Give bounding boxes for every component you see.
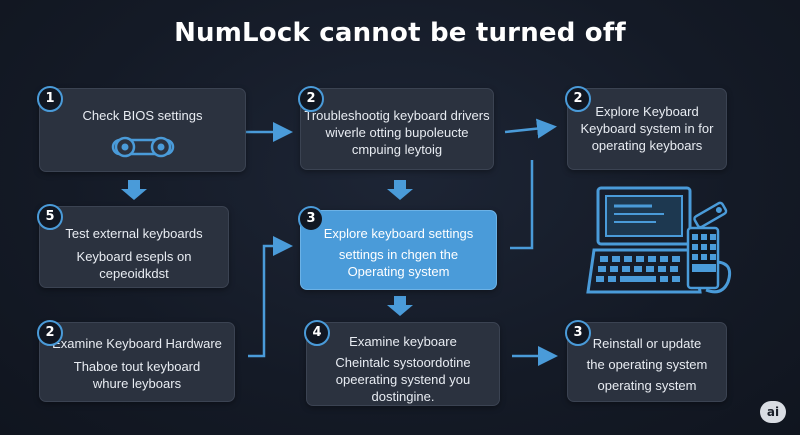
step-number-badge: 2 [37, 320, 63, 346]
step-number-badge: 5 [37, 204, 63, 230]
step-card-examine-hardware: Examine Keyboard Hardware Thaboe tout ke… [39, 322, 235, 402]
step-card-test-external: Test external keyboards Keyboard esepls … [39, 206, 229, 288]
step-text: Test external keyboards [65, 226, 203, 241]
step-text: settings in chgen the [338, 247, 459, 262]
step-text: operating system [597, 378, 697, 393]
step-card-explore-settings: Explore keyboard settings settings in ch… [300, 210, 497, 290]
step-text: the operating system [586, 357, 708, 372]
step-card-troubleshoot-drivers: Troubleshootig keyboard drivers wiverle … [300, 88, 494, 170]
step-text: cepeoidkdst [99, 266, 169, 281]
step-number-badge: 2 [298, 86, 324, 112]
ai-watermark-badge: ai [760, 401, 786, 423]
step-text: Operating system [347, 264, 450, 279]
step-text: whure leyboars [92, 376, 182, 391]
arrow-step2-to-explore [504, 118, 557, 139]
step-text: Keyboard esepls on [76, 249, 192, 264]
connector-hardware-to-settings [248, 236, 293, 358]
step-text: operating keyboars [591, 138, 703, 153]
step-text: Check BIOS settings [82, 108, 203, 123]
step-text: opeerating systend you [335, 372, 471, 387]
step-number-badge: 4 [304, 320, 330, 346]
down-arrow-drivers [387, 180, 413, 200]
step-text: Keyboard system in for [580, 121, 714, 136]
step-text: wiverle otting bupoleucte [325, 125, 469, 140]
step-text: Explore Keyboard [595, 104, 699, 119]
toggle-switch-icon [111, 136, 174, 158]
step-text: Examine Keyboard Hardware [52, 336, 222, 351]
step-text: dostingine. [371, 389, 435, 404]
step-number-badge: 3 [565, 320, 591, 346]
step-card-explore-keyboard: Explore Keyboard Keyboard system in for … [567, 88, 727, 170]
page-title: NumLock cannot be turned off [174, 18, 626, 48]
step-text: Thaboe tout keyboard [73, 359, 201, 374]
step-card-examine-keyboard: Examine keyboare Cheintalc systoordotine… [306, 322, 500, 406]
down-arrow-settings [387, 296, 413, 316]
step-number-badge: 2 [565, 86, 591, 112]
step-text: Troubleshootig keyboard drivers [304, 108, 490, 123]
step-text: Explore keyboard settings [323, 226, 474, 241]
step-card-check-bios: Check BIOS settings [39, 88, 246, 172]
step-text: Reinstall or update [592, 336, 702, 351]
step-card-reinstall-os: Reinstall or update the operating system… [567, 322, 727, 402]
step-text: Examine keyboare [349, 334, 457, 349]
connector-settings-to-explore [510, 160, 534, 250]
step-text: Cheintalc systoordotine [335, 355, 471, 370]
step-number-badge: 1 [37, 86, 63, 112]
step-number-badge: 3 [298, 206, 324, 232]
down-arrow-bios [121, 180, 147, 200]
step-text: cmpuing leytoig [351, 142, 443, 157]
